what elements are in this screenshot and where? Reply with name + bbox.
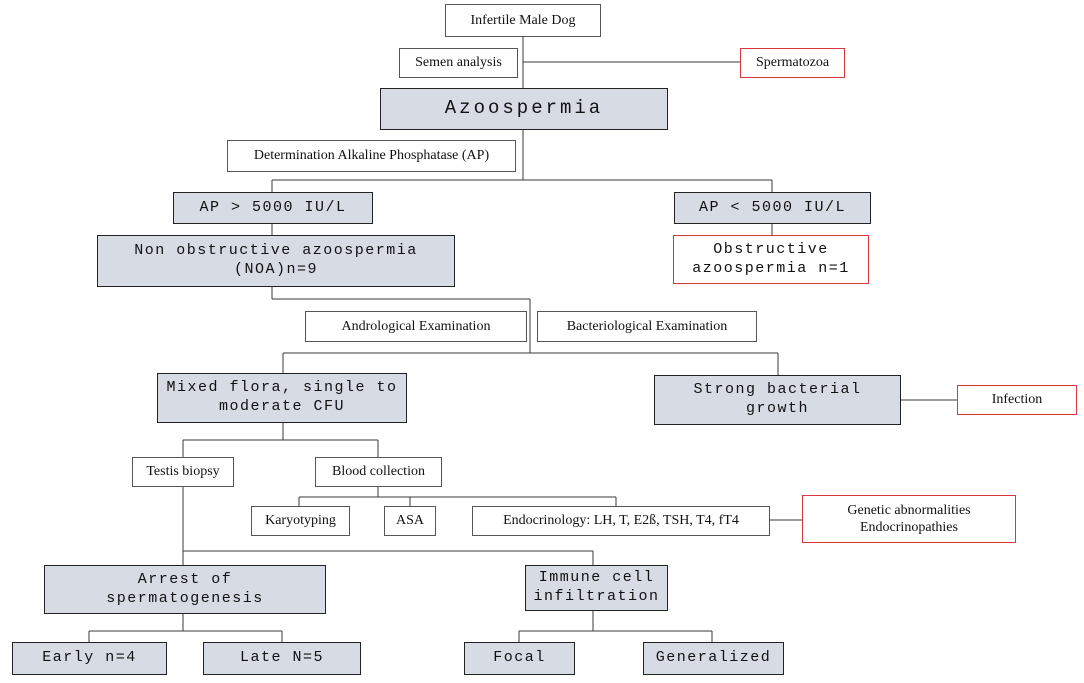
mixed-flora-node: Mixed flora, single to moderate CFU [157,373,407,423]
generalized-node: Generalized [643,642,784,675]
testis-biopsy-node: Testis biopsy [132,457,234,487]
ap-high-node: AP > 5000 IU/L [173,192,373,224]
karyotyping-node: Karyotyping [251,506,350,536]
noa-node: Non obstructive azoospermia (NOA)n=9 [97,235,455,287]
obstructive-node: Obstructive azoospermia n=1 [673,235,869,284]
infertile-male-dog-node: Infertile Male Dog [445,4,601,37]
arrest-spermatogenesis-node: Arrest of spermatogenesis [44,565,326,614]
endocrinology-node: Endocrinology: LH, T, E2ß, TSH, T4, fT4 [472,506,770,536]
early-node: Early n=4 [12,642,167,675]
late-node: Late N=5 [203,642,361,675]
bacteriological-exam-node: Bacteriological Examination [537,311,757,342]
spermatozoa-node: Spermatozoa [740,48,845,78]
genetic-abnormalities-node: Genetic abnormalities Endocrinopathies [802,495,1016,543]
ap-low-node: AP < 5000 IU/L [674,192,871,224]
immune-cell-infiltration-node: Immune cell infiltration [525,565,668,611]
andrological-exam-node: Andrological Examination [305,311,527,342]
determination-ap-node: Determination Alkaline Phosphatase (AP) [227,140,516,172]
focal-node: Focal [464,642,575,675]
strong-bacterial-growth-node: Strong bacterial growth [654,375,901,425]
azoospermia-node: Azoospermia [380,88,668,130]
blood-collection-node: Blood collection [315,457,442,487]
semen-analysis-node: Semen analysis [399,48,518,78]
asa-node: ASA [384,506,436,536]
infection-node: Infection [957,385,1077,415]
